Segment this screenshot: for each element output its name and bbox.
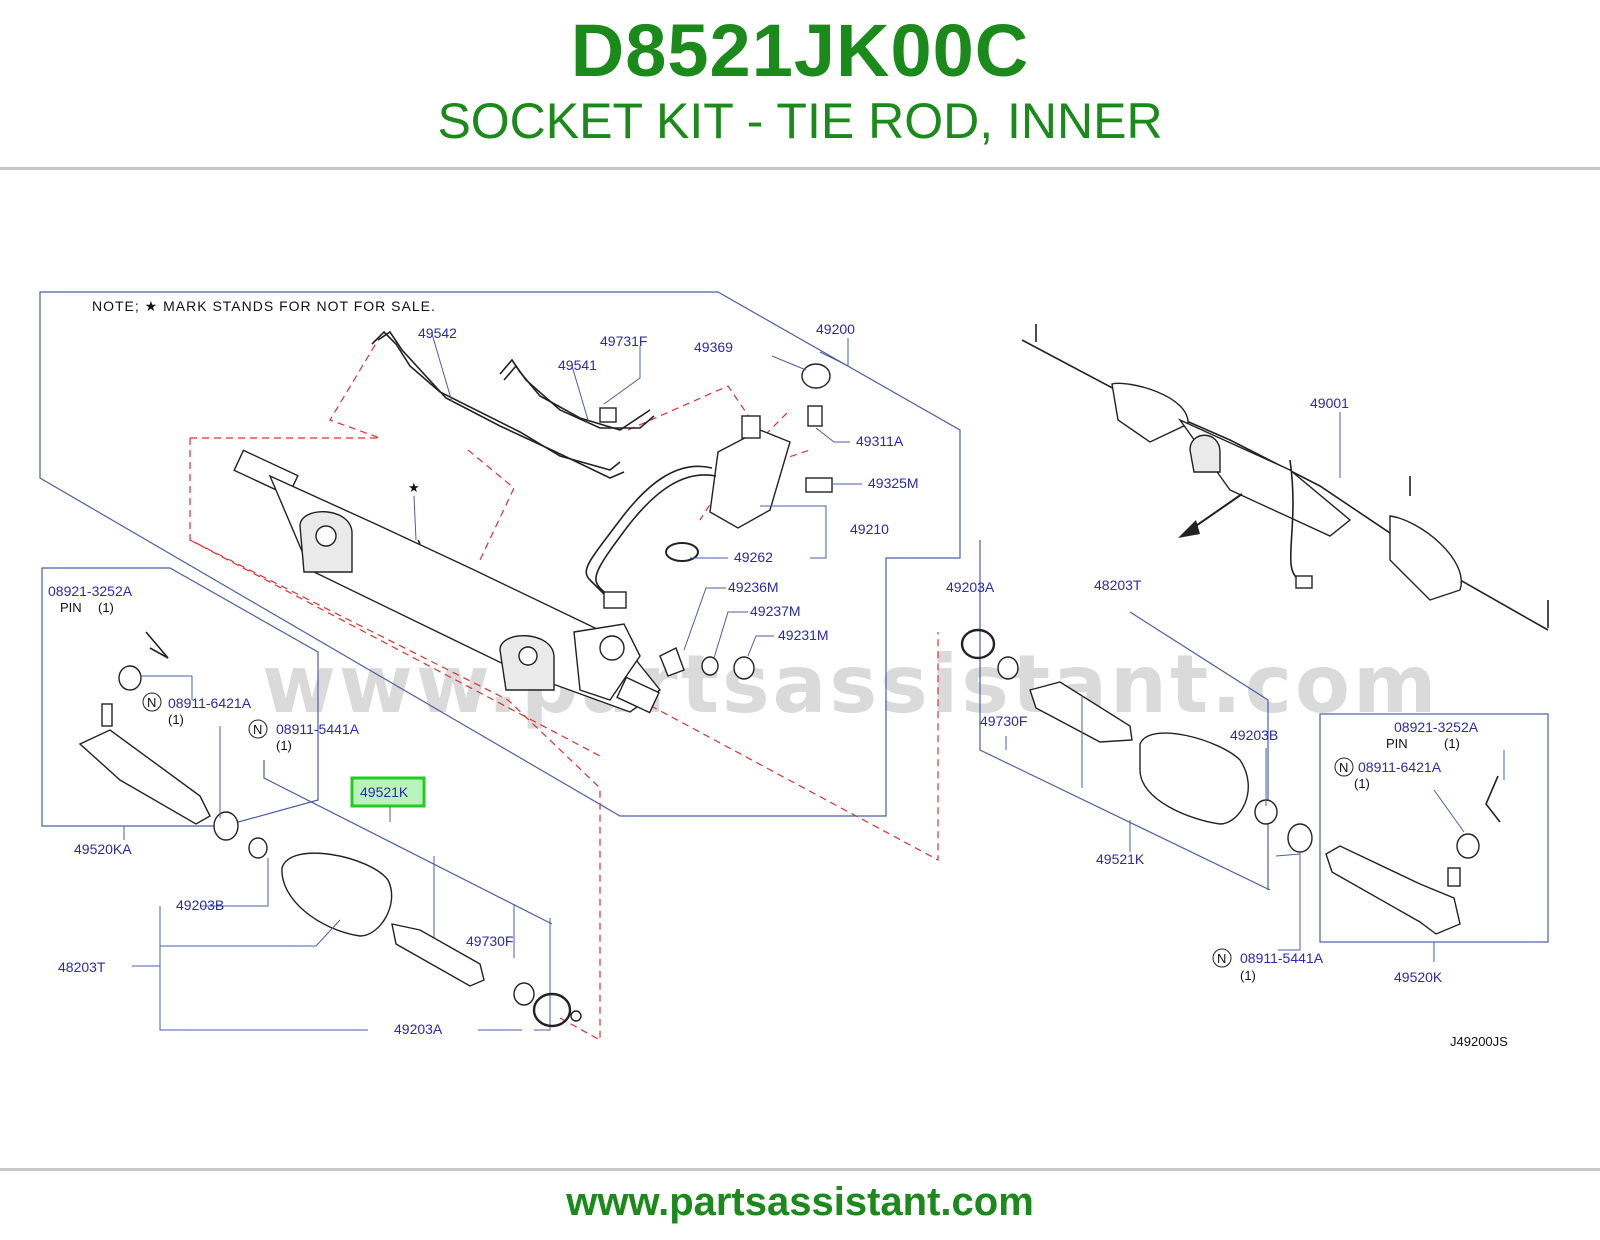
footer-divider (0, 1168, 1600, 1171)
watermark: www.partsassistant.com (262, 638, 1439, 731)
label-08921-3252A-left[interactable]: 08921-3252A (48, 583, 133, 599)
label-08911-6421A-left[interactable]: 08911-6421A (168, 695, 252, 711)
direction-arrow (1178, 493, 1243, 538)
parts-diagram: www.partsassistant.com ★ (39, 291, 1549, 1049)
n-symbol-5441-right: N (1212, 948, 1232, 968)
footer-url[interactable]: www.partsassistant.com (566, 1180, 1034, 1224)
part-description: SOCKET KIT - TIE ROD, INNER (437, 93, 1163, 149)
gear-dashed-outline (189, 438, 601, 1040)
control-valve-drawing (585, 415, 791, 609)
label-49236M[interactable]: 49236M (728, 579, 779, 595)
label-49520KA[interactable]: 49520KA (74, 841, 132, 857)
label-49203A-left[interactable]: 49203A (394, 1021, 443, 1037)
svg-text:N: N (1339, 760, 1348, 775)
main-assembly-frame (39, 291, 961, 817)
label-49311A[interactable]: 49311A (856, 433, 904, 449)
label-pin-left: PIN (60, 600, 82, 615)
label-49203B-left[interactable]: 49203B (176, 897, 224, 913)
drawing-code: J49200JS (1450, 1034, 1508, 1049)
label-49203A-right[interactable]: 49203A (946, 579, 995, 595)
part-49325M-shape (805, 477, 833, 493)
right-tie-rod-parts-drawing (960, 628, 1313, 853)
label-49210[interactable]: 49210 (850, 521, 889, 537)
label-pin-left-qty: (1) (98, 600, 114, 615)
part-number: D8521JK00C (570, 9, 1030, 92)
n-symbol-6421-right: N (1334, 757, 1354, 777)
header-divider (0, 167, 1600, 170)
page-header: D8521JK00C SOCKET KIT - TIE ROD, INNER (0, 0, 1600, 170)
steering-gear-assembly-drawing (233, 449, 662, 714)
label-08911-5441A-left-qty: (1) (276, 738, 292, 753)
label-48203T-left[interactable]: 48203T (58, 959, 106, 975)
part-49311A-shape (807, 405, 823, 427)
not-for-sale-note: NOTE; ★ MARK STANDS FOR NOT FOR SALE. (92, 298, 436, 314)
label-08911-6421A-right[interactable]: 08911-6421A (1358, 759, 1442, 775)
label-49520K[interactable]: 49520K (1394, 969, 1443, 985)
left-tie-rod-parts-drawing (78, 631, 582, 1028)
hydraulic-tubes-drawing (371, 330, 655, 479)
n-symbol-5441-left: N (248, 719, 268, 739)
part-49231M-shape (733, 656, 755, 680)
label-49325M[interactable]: 49325M (868, 475, 919, 491)
part-49237M-shape (701, 656, 719, 676)
label-49001[interactable]: 49001 (1310, 395, 1349, 411)
highlighted-part-49521K[interactable]: 49521K (350, 776, 426, 808)
not-for-sale-star: ★ (408, 480, 420, 495)
label-49521K-highlight[interactable]: 49521K (360, 784, 409, 800)
label-49262[interactable]: 49262 (734, 549, 773, 565)
svg-text:N: N (147, 695, 156, 710)
label-49730F-left[interactable]: 49730F (466, 933, 513, 949)
assembly-49001-overview-drawing (1021, 324, 1549, 631)
o-ring-49262-shape (665, 542, 699, 562)
label-08911-5441A-right[interactable]: 08911-5441A (1240, 950, 1324, 966)
label-08911-6421A-right-qty: (1) (1354, 776, 1370, 791)
label-08911-5441A-right-qty: (1) (1240, 968, 1256, 983)
label-pin-right: PIN (1386, 736, 1408, 751)
label-49237M[interactable]: 49237M (750, 603, 801, 619)
svg-text:N: N (253, 722, 262, 737)
label-08911-5441A-left[interactable]: 08911-5441A (276, 721, 360, 737)
label-49203B-right[interactable]: 49203B (1230, 727, 1278, 743)
label-49731F[interactable]: 49731F (600, 333, 647, 349)
label-49730F-right[interactable]: 49730F (980, 713, 1027, 729)
right-tie-rod-end-drawing (1325, 775, 1501, 935)
left-tie-rod-end-frame (41, 567, 319, 827)
label-49521K-right[interactable]: 49521K (1096, 851, 1145, 867)
label-49200[interactable]: 49200 (816, 321, 855, 337)
label-pin-right-qty: (1) (1444, 736, 1460, 751)
left-socket-kit-bracket (263, 760, 553, 925)
part-49369-shape (801, 363, 831, 389)
label-49231M[interactable]: 49231M (778, 627, 829, 643)
label-49369[interactable]: 49369 (694, 339, 733, 355)
svg-text:N: N (1217, 951, 1226, 966)
label-48203T-right[interactable]: 48203T (1094, 577, 1142, 593)
label-49542[interactable]: 49542 (418, 325, 457, 341)
label-08921-3252A-right[interactable]: 08921-3252A (1394, 719, 1479, 735)
part-49236M-shape (659, 647, 685, 677)
n-symbol-6421-left: N (142, 692, 162, 712)
label-08911-6421A-left-qty: (1) (168, 712, 184, 727)
label-49541[interactable]: 49541 (558, 357, 597, 373)
